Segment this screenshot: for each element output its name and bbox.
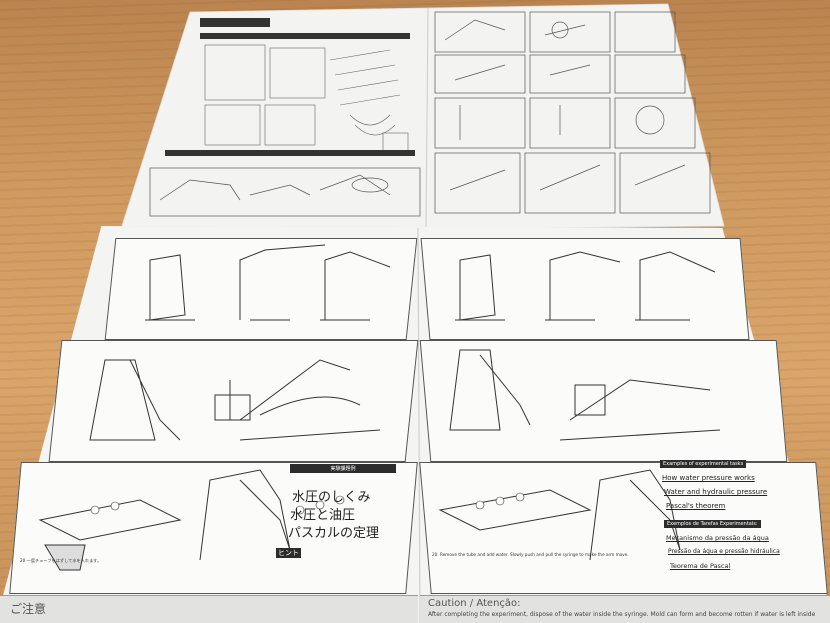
example-en-1: How water pressure works — [662, 474, 755, 482]
caution-bar-jp: ご注意 — [0, 595, 418, 623]
task-jp-2: 水圧と油圧 — [290, 508, 356, 523]
hint-label: ヒント — [276, 548, 301, 558]
example-pt-1: Mecanismo da pressão da água — [666, 534, 769, 542]
example-pt-3: Teorema de Pascal — [670, 562, 731, 570]
examples-en-heading: Examples of experimental tasks — [660, 460, 747, 468]
caution-bar-en: Caution / Atenção: After completing the … — [420, 595, 830, 623]
step20-caption-jp: 20 一度チューブをはずして水を入れます。 — [20, 558, 102, 563]
task-jp-1: 水圧のしくみ — [292, 490, 371, 505]
step20-caption-en: 20. Remove the tube and add water. Slowl… — [432, 552, 629, 557]
caution-heading-en: Caution / Atenção: — [428, 598, 521, 609]
examples-pt-heading: Exemplos de Tarefas Experimentais: — [664, 520, 761, 528]
example-en-3: Pascal's theorem — [666, 502, 726, 510]
example-pt-2: Pressão da água e pressão hidráulica — [668, 548, 780, 555]
example-en-2: Water and hydraulic pressure — [664, 488, 768, 496]
caution-text-en: After completing the experiment, dispose… — [428, 611, 816, 618]
caution-label-jp: ご注意 — [10, 602, 47, 616]
task-jp-3: パスカルの定理 — [288, 526, 380, 541]
tasks-heading-jp: 実験課題例 — [290, 464, 396, 473]
